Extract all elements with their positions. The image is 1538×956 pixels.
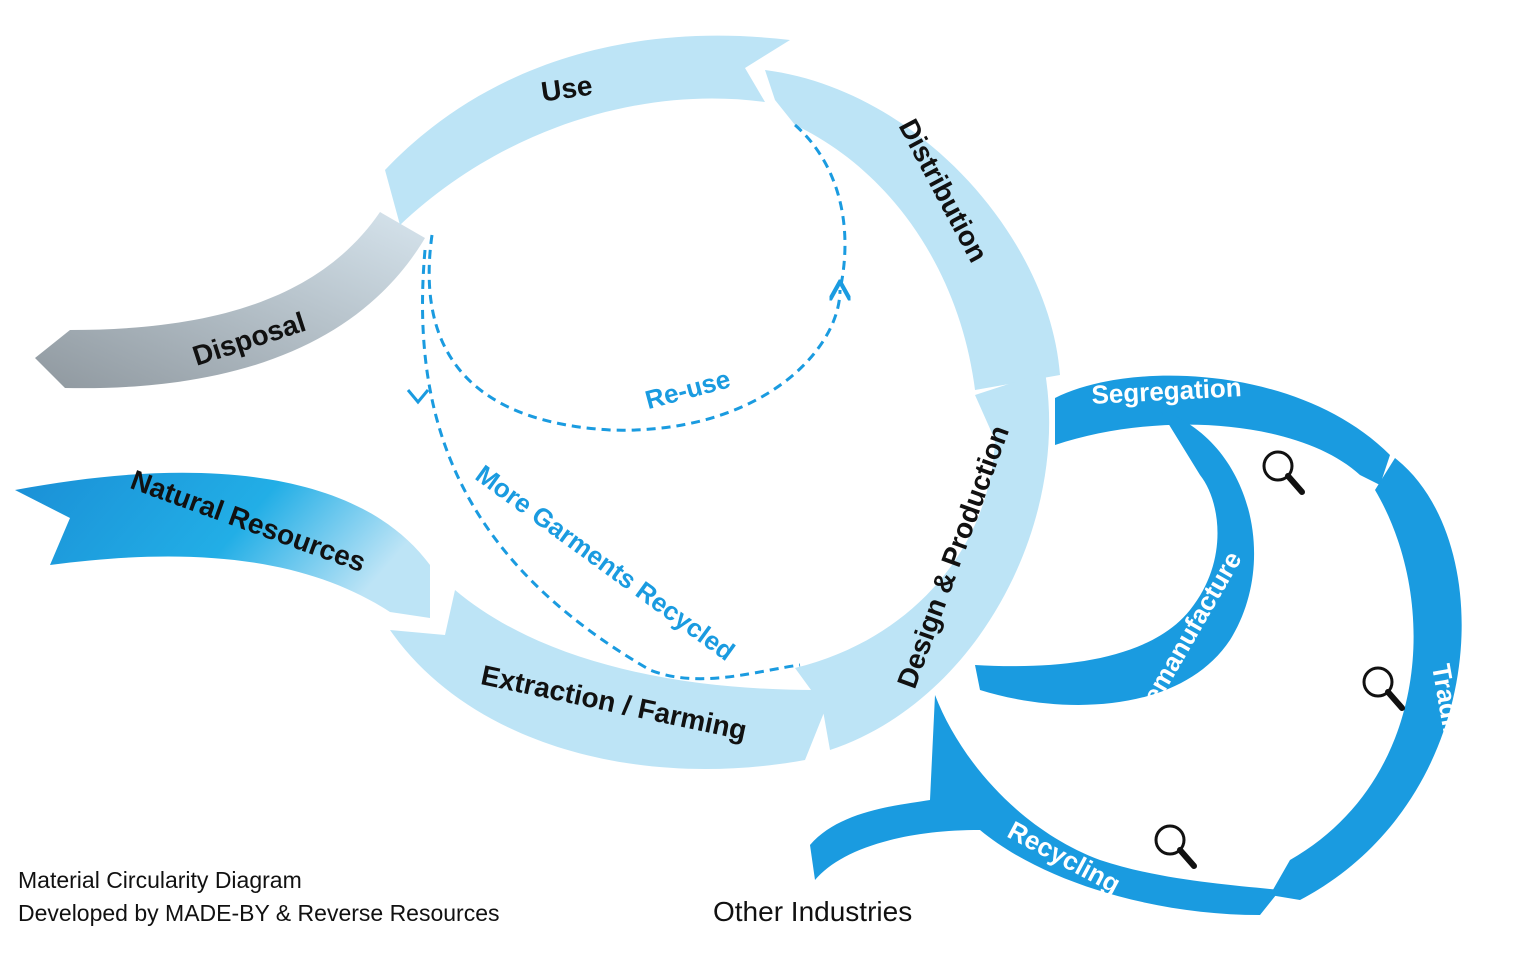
recycling-arrow-segment <box>810 695 1280 915</box>
disposal-arrow <box>35 212 425 389</box>
reuse-loop-top <box>794 123 847 291</box>
segregation-arrow-segment <box>1055 375 1390 485</box>
label-reuse: Re-use <box>642 364 734 415</box>
caption-credit: Developed by MADE-BY & Reverse Resources <box>18 900 500 926</box>
caption-other-industries: Other Industries <box>713 896 913 927</box>
recycled-loop-arrowhead <box>406 389 430 405</box>
magnifier-icon <box>1362 666 1405 711</box>
recycled-loop <box>421 249 801 681</box>
reuse-loop <box>427 234 840 432</box>
magnifier-icon <box>1262 450 1305 495</box>
natural-resources-arrow <box>15 472 430 618</box>
extraction-farming-arrow-segment <box>390 590 825 770</box>
use-arrow-segment <box>385 35 790 225</box>
caption-title: Material Circularity Diagram <box>18 867 302 893</box>
distribution-arrow-segment <box>765 70 1060 390</box>
trading-arrow-segment <box>1270 458 1462 900</box>
design-production-arrow-segment <box>795 372 1050 750</box>
magnifier-icon <box>1154 824 1197 869</box>
remanufacture-arrow-segment <box>975 410 1255 705</box>
label-use: Use <box>539 70 594 108</box>
